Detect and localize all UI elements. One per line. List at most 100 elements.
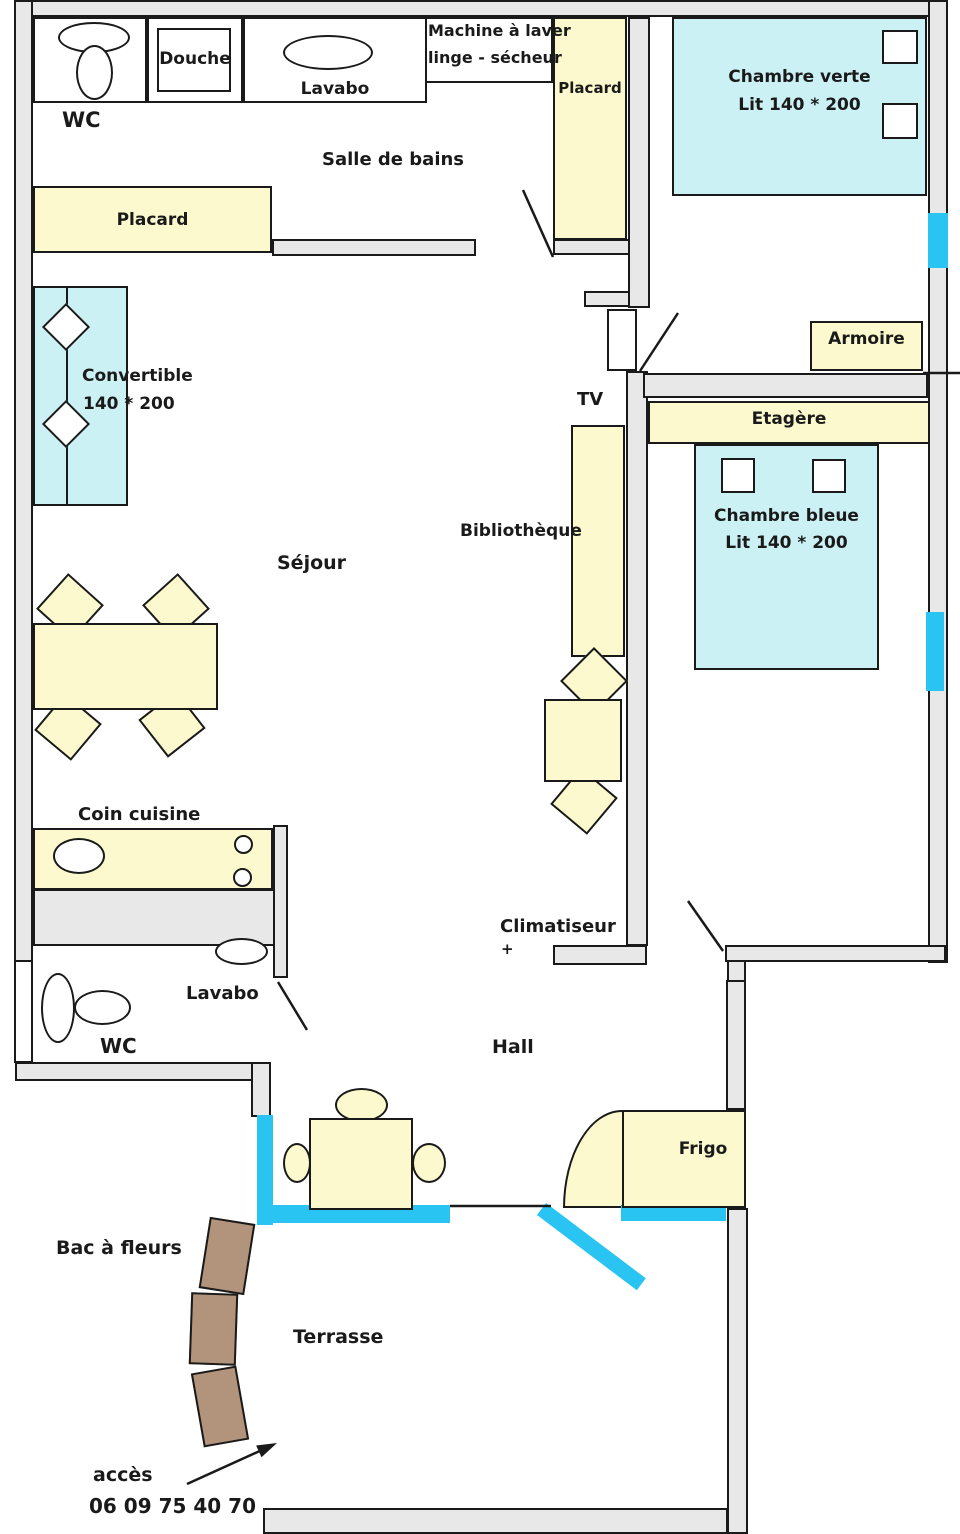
- hall-chair-left: [283, 1143, 311, 1183]
- label-machine-line1: Machine à laver: [428, 21, 571, 40]
- label-bibliotheque: Bibliothèque: [460, 521, 582, 541]
- burner-2: [233, 868, 252, 887]
- placard-horizontal: [33, 186, 272, 253]
- wall-chambre-bleue-top: [643, 373, 928, 398]
- label-climatiseur: Climatiseur: [500, 916, 616, 937]
- burner-1: [234, 835, 253, 854]
- label-hall: Hall: [492, 1036, 534, 1058]
- label-telephone: 06 09 75 40 70: [89, 1494, 257, 1518]
- label-douche: Douche: [159, 49, 231, 69]
- flower-box-2: [188, 1292, 239, 1366]
- lavabo-top-box: [243, 17, 427, 103]
- wall-left: [14, 0, 33, 962]
- frigo-box: [622, 1110, 746, 1208]
- corridor-door-leaf: [607, 309, 637, 371]
- hall-door-swing: [686, 900, 725, 952]
- wall-corridor-nub: [584, 291, 630, 307]
- label-terrasse: Terrasse: [293, 1326, 384, 1348]
- kitchen-lower-band: [33, 889, 275, 946]
- pillow-bleue-1: [721, 458, 755, 493]
- label-chambre-bleue: Chambre bleue: [714, 506, 859, 526]
- label-placard-v: Placard: [558, 79, 622, 97]
- flower-box-1: [198, 1216, 256, 1296]
- toilet-bowl: [76, 45, 113, 100]
- label-sejour: Séjour: [277, 552, 347, 574]
- wall-kitchen-right: [273, 825, 288, 978]
- mid-table: [544, 699, 622, 782]
- terrace-rail-vertical: [257, 1115, 273, 1225]
- label-etagere: Etagère: [751, 409, 827, 429]
- hall-chair-top: [335, 1088, 388, 1122]
- label-lit-bleue: Lit 140 * 200: [725, 533, 848, 553]
- terrace-rail-right: [621, 1205, 726, 1221]
- wc-door-swing: [276, 981, 309, 1031]
- wall-bathroom-bottom-right: [553, 239, 630, 255]
- label-acces: accès: [93, 1464, 153, 1486]
- label-lavabo-bottom: Lavabo: [186, 983, 259, 1004]
- pillow-bleue-2: [812, 459, 846, 493]
- label-climatiseur-plus: +: [501, 940, 514, 958]
- label-frigo: Frigo: [678, 1139, 728, 1159]
- wc-top-box: [33, 17, 147, 103]
- placard-vertical: [553, 17, 627, 240]
- convertible-cushion-1: [41, 302, 91, 352]
- toilet-bottom-bowl: [74, 990, 131, 1025]
- wall-corridor-vertical: [628, 17, 650, 308]
- wall-hall-bottom-left: [553, 945, 647, 965]
- label-armoire: Armoire: [828, 329, 905, 349]
- wall-bathroom-bottom-left: [272, 239, 476, 256]
- wall-hall-nub: [727, 960, 746, 982]
- etagere-box: [648, 401, 930, 444]
- label-chambre-verte: Chambre verte: [728, 67, 871, 87]
- label-convertible: Convertible: [82, 366, 193, 386]
- washer-dryer-box: [425, 17, 553, 83]
- hall-table: [309, 1118, 413, 1210]
- label-placard-h: Placard: [116, 210, 189, 230]
- window-chambre-bleue: [926, 612, 944, 691]
- chambre-bleue-bed: [694, 444, 879, 670]
- wall-top: [14, 0, 948, 17]
- access-arrow-head: [256, 1443, 277, 1458]
- frigo-door-arc: [563, 1110, 622, 1208]
- wall-right: [928, 0, 948, 963]
- convertible-sofa: [33, 286, 128, 506]
- label-coin-cuisine: Coin cuisine: [78, 804, 201, 825]
- label-tv: TV: [577, 389, 604, 410]
- convertible-divider: [66, 288, 68, 504]
- label-salle-de-bains: Salle de bains: [322, 149, 465, 170]
- wall-terrace-right: [727, 1208, 748, 1534]
- label-wc-top: WC: [62, 108, 101, 132]
- hall-sink: [215, 938, 268, 965]
- pillow-verte-2: [882, 103, 918, 139]
- pillow-verte-1: [882, 30, 918, 64]
- corridor-door-swing: [638, 312, 680, 372]
- window-left-wall: [14, 960, 33, 1063]
- bathroom-door-swing: [521, 189, 555, 258]
- hall-chair-right: [412, 1143, 446, 1183]
- toilet-bottom-tank: [41, 973, 75, 1043]
- bibliotheque-box: [571, 425, 625, 657]
- armoire-box: [810, 321, 923, 371]
- wall-hall-right: [726, 980, 746, 1110]
- label-convertible-size: 140 * 200: [83, 394, 175, 414]
- kitchen-counter: [33, 828, 273, 890]
- label-bac-a-fleurs: Bac à fleurs: [56, 1237, 182, 1259]
- window-chambre-verte: [928, 213, 948, 268]
- label-wc-bottom: WC: [100, 1034, 137, 1058]
- kitchen-sink: [53, 838, 105, 874]
- wall-wc-bottom: [15, 1062, 255, 1081]
- flower-box-3: [190, 1365, 250, 1448]
- wall-hall-bottom-right: [725, 945, 946, 962]
- dining-table: [33, 623, 218, 710]
- chambre-verte-bed: [672, 17, 927, 196]
- label-machine-line2: linge - sécheur: [428, 48, 562, 67]
- label-lavabo-top: Lavabo: [300, 79, 370, 99]
- wall-wc-right: [251, 1062, 271, 1117]
- access-arrow-shaft: [186, 1448, 263, 1486]
- label-lit-verte: Lit 140 * 200: [738, 95, 861, 115]
- wall-sejour-chambre: [626, 371, 648, 946]
- wall-terrace-bottom: [263, 1508, 728, 1534]
- douche-box: [147, 17, 243, 103]
- shower-tray: [157, 28, 231, 92]
